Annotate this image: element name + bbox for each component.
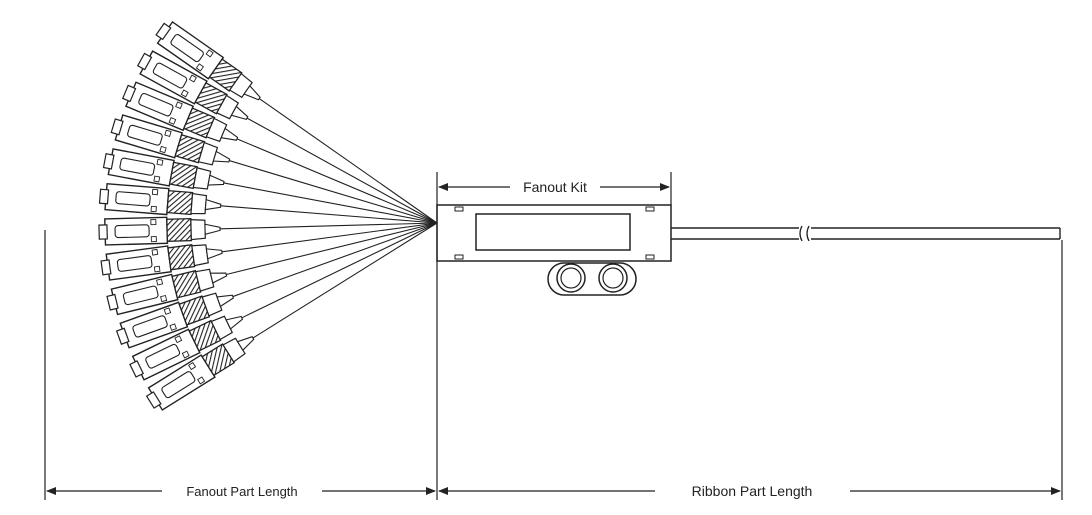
sc-connector [129,315,244,381]
fiber-lines [220,98,438,339]
fanout-part-length-dimension: Fanout Part Length [46,484,436,499]
fanout-kit-dimension: Fanout Kit [438,179,670,195]
fiber-line [229,160,438,224]
sc-connectors [98,20,261,411]
fiber-line [226,222,438,276]
fiber-line [236,138,438,224]
sc-connector [100,244,223,281]
fiber-line [220,222,438,230]
sc-connector [155,20,261,101]
fiber-line [252,222,438,339]
extension-lines [44,172,1063,500]
fiber-line [220,205,438,224]
fiber-line [223,182,438,224]
sc-connector [115,292,235,349]
ribbon-cable [671,225,1061,242]
sc-connector [106,268,228,316]
fanout-kit-body [436,204,672,262]
fiber-line [246,117,438,224]
sc-connector [136,50,249,121]
fanout-part-length-label: Fanout Part Length [186,484,297,499]
fanout-kit-label: Fanout Kit [523,179,587,195]
sc-connector [102,148,225,190]
sc-connector [110,114,231,166]
fiber-line [221,222,438,253]
sc-connector [98,216,221,246]
mounting-rings [547,262,637,296]
fiber-line [241,222,438,319]
fiber-line [258,98,438,224]
ribbon-part-length-dimension: Ribbon Part Length [438,483,1061,499]
fiber-line [232,222,438,298]
sc-connector [121,81,239,143]
sc-connector [145,336,255,411]
ribbon-part-length-label: Ribbon Part Length [692,483,813,499]
sc-connector [98,182,222,216]
